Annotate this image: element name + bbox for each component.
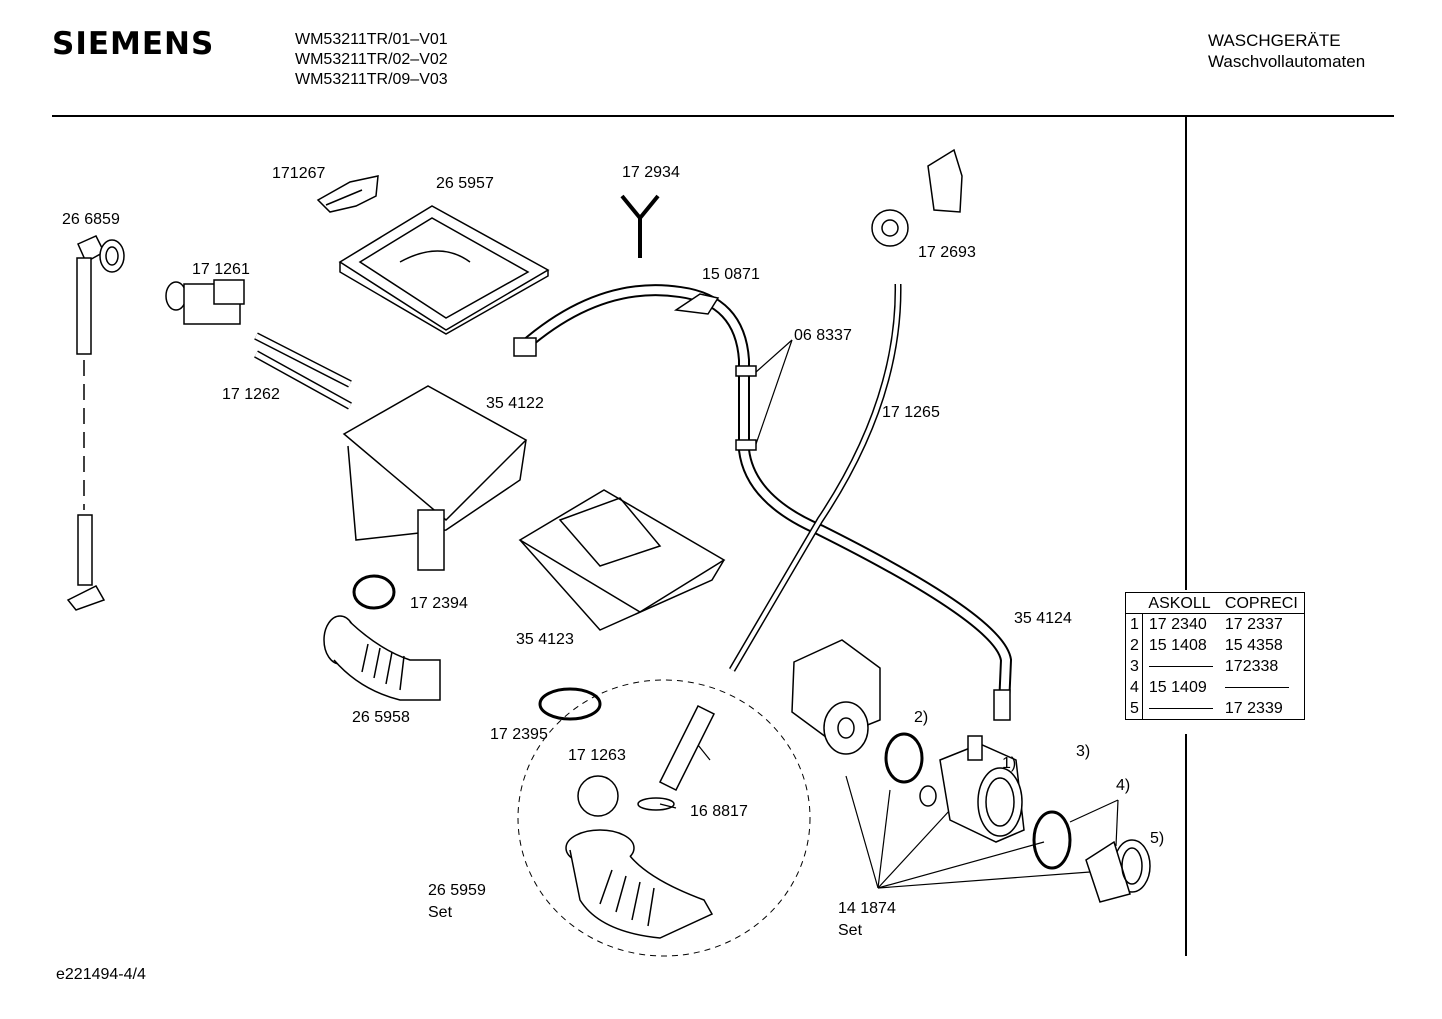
inlet-hose-elbow-part	[66, 235, 125, 611]
set-note: Set	[838, 922, 863, 939]
right-column-divider	[1185, 115, 1187, 590]
model-number: WM53211TR/02–V02	[295, 51, 448, 68]
bellows-hose-part	[323, 615, 441, 701]
water-hose-part	[513, 284, 1013, 721]
inlet-valve-part	[165, 279, 245, 325]
part-label: 17 2395	[490, 726, 548, 743]
part-label: 14 1874 Set	[838, 898, 896, 942]
table-row: 5 17 2339	[1125, 698, 1305, 720]
part-label: 17 2693	[918, 244, 976, 261]
document-code: e221494-4/4	[56, 966, 146, 983]
pump-seal-ring	[884, 732, 924, 784]
column-header-askoll: ASKOLL	[1142, 592, 1219, 614]
part-label: 35 4124	[1014, 610, 1072, 627]
copreci-part: 17 2339	[1224, 699, 1283, 717]
part-label: 17 2394	[410, 595, 468, 612]
copreci-part-none	[1219, 677, 1304, 698]
row-index: 5	[1125, 698, 1143, 720]
copreci-part: 15 4358	[1224, 636, 1283, 654]
askoll-part: 15 1409	[1148, 678, 1207, 696]
copreci-part: 17 2337	[1224, 615, 1283, 633]
part-label: 17 1263	[568, 747, 626, 764]
pump-variants-table: ASKOLL COPRECI 1 17 2340 17 2337 2 15 14…	[1125, 592, 1305, 720]
sump-hose-part	[565, 829, 714, 939]
set-outline-265959	[517, 679, 811, 957]
set-note: Set	[428, 904, 453, 921]
level-tube-part	[728, 283, 902, 672]
pressure-switch-part	[871, 148, 963, 247]
model-number: WM53211TR/01–V01	[295, 31, 448, 48]
connecting-tubes-part	[254, 332, 352, 410]
no-part-dash	[1148, 707, 1213, 709]
part-label: 15 0871	[702, 266, 760, 283]
seal-ring-172394	[352, 574, 396, 610]
part-number: 26 5959	[428, 882, 486, 899]
part-label: 06 8337	[794, 327, 852, 344]
table-row: 1 17 2340 17 2337	[1125, 613, 1305, 635]
ball-valve-part	[577, 775, 619, 817]
no-part-dash	[1148, 665, 1213, 667]
part-number: 14 1874	[838, 900, 896, 917]
askoll-part-none	[1142, 698, 1219, 720]
callout-number: 4)	[1116, 777, 1131, 794]
part-label: 171267	[272, 165, 326, 182]
askoll-part-none	[1142, 656, 1219, 677]
row-index: 3	[1125, 656, 1143, 677]
dispenser-housing-part	[338, 205, 550, 335]
drain-pump-part	[791, 639, 881, 755]
detergent-tray-part	[342, 385, 528, 571]
table-header-row: ASKOLL COPRECI	[1125, 592, 1305, 614]
filter-seal-ring	[1032, 810, 1072, 870]
part-label: 26 5958	[352, 709, 410, 726]
part-label: 17 1265	[882, 404, 940, 421]
copreci-part: 172338	[1224, 657, 1279, 675]
category-title: WASCHGERÄTE	[1208, 31, 1341, 50]
askoll-part: 17 2340	[1148, 615, 1207, 633]
callout-number: 3)	[1076, 743, 1091, 760]
table-row: 4 15 1409	[1125, 677, 1305, 698]
filter-insert-part	[1085, 839, 1151, 903]
fork-bracket-part	[620, 194, 660, 258]
callout-number: 5)	[1150, 830, 1165, 847]
part-label: 26 5959 Set	[428, 880, 486, 924]
callout-number: 2)	[914, 709, 929, 726]
appliance-category: WASCHGERÄTE Waschvollautomaten	[1208, 30, 1365, 72]
part-label: 35 4122	[486, 395, 544, 412]
header-divider	[52, 115, 1394, 117]
table-corner	[1125, 592, 1143, 614]
no-part-dash	[1224, 686, 1289, 688]
part-label: 35 4123	[516, 631, 574, 648]
tube-sensor-part	[637, 704, 716, 811]
part-label: 17 1262	[222, 386, 280, 403]
column-header-copreci: COPRECI	[1218, 592, 1305, 614]
seal-ring-172395	[538, 687, 602, 721]
model-number: WM53211TR/09–V03	[295, 71, 448, 88]
row-index: 4	[1125, 677, 1143, 698]
part-label: 17 2934	[622, 164, 680, 181]
callout-number: 1)	[1002, 755, 1017, 772]
part-label: 16 8817	[690, 803, 748, 820]
pump-housing-part	[919, 735, 1025, 843]
brand-logo: SIEMENS	[52, 26, 215, 62]
askoll-part: 15 1408	[1148, 636, 1207, 654]
model-list: WM53211TR/01–V01 WM53211TR/02–V02 WM5321…	[295, 30, 448, 90]
category-subtitle: Waschvollautomaten	[1208, 52, 1366, 71]
dispenser-drawer-part	[518, 489, 726, 631]
table-row: 2 15 1408 15 4358	[1125, 635, 1305, 656]
part-label: 26 5957	[436, 175, 494, 192]
part-label: 26 6859	[62, 211, 120, 228]
clip-part	[316, 175, 379, 213]
row-index: 2	[1125, 635, 1143, 656]
right-column-divider	[1185, 734, 1187, 956]
part-label: 17 1261	[192, 261, 250, 278]
row-index: 1	[1125, 613, 1143, 635]
table-row: 3 172338	[1125, 656, 1305, 677]
